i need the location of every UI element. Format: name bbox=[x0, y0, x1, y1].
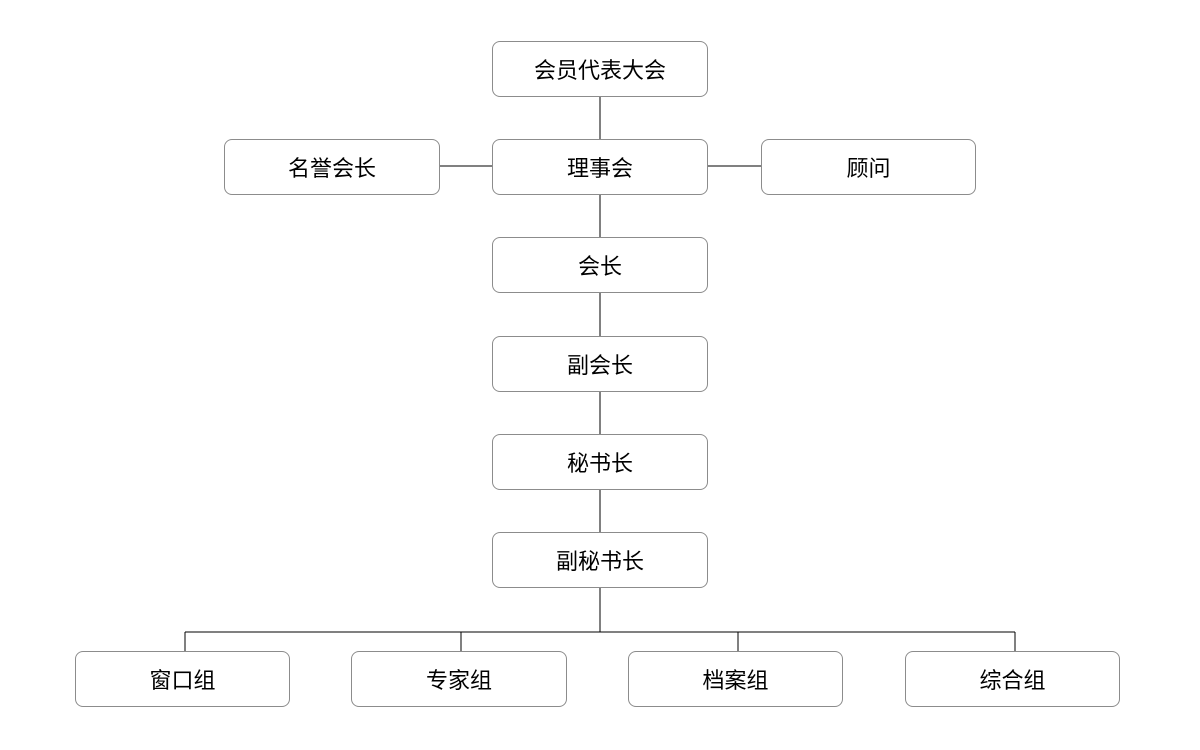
node-expert-group: 专家组 bbox=[351, 651, 567, 707]
node-secretary-general: 秘书长 bbox=[492, 434, 708, 490]
node-honorary-president: 名誉会长 bbox=[224, 139, 440, 195]
node-president: 会长 bbox=[492, 237, 708, 293]
node-assembly: 会员代表大会 bbox=[492, 41, 708, 97]
node-advisor: 顾问 bbox=[761, 139, 976, 195]
node-general-group: 综合组 bbox=[905, 651, 1120, 707]
node-archive-group: 档案组 bbox=[628, 651, 843, 707]
node-vice-president: 副会长 bbox=[492, 336, 708, 392]
node-window-group: 窗口组 bbox=[75, 651, 290, 707]
node-council: 理事会 bbox=[492, 139, 708, 195]
node-deputy-secretary-general: 副秘书长 bbox=[492, 532, 708, 588]
